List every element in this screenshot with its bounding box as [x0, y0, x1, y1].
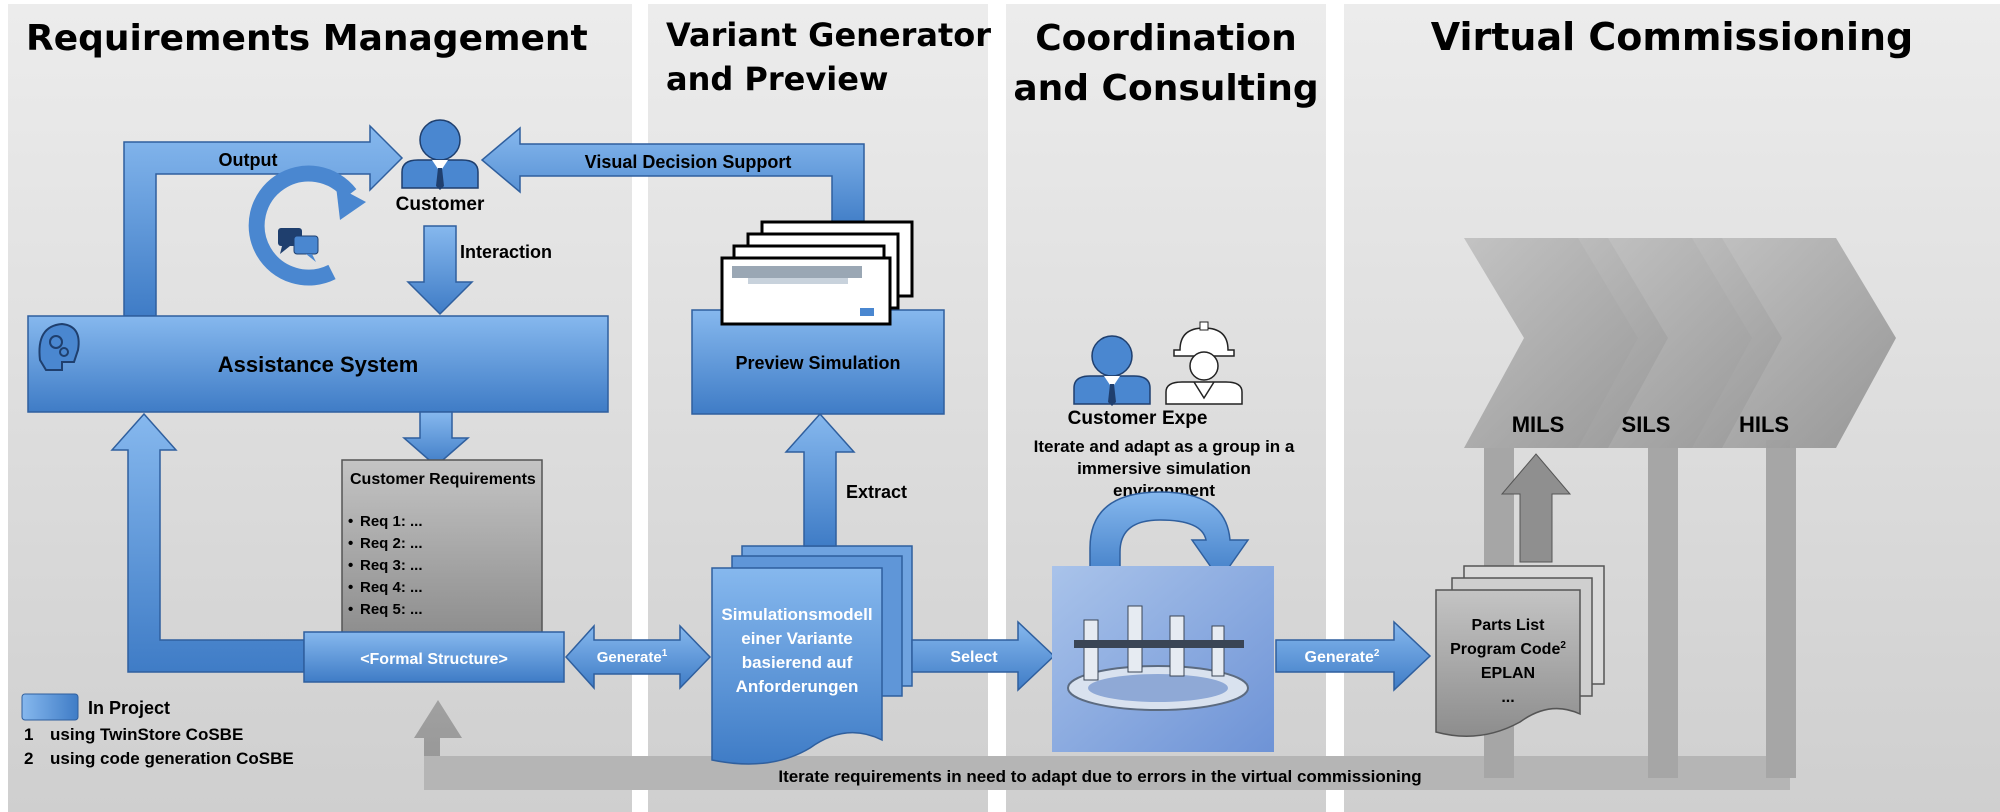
section-title-coord-1: Coordination: [1035, 18, 1297, 59]
output-label: Output: [219, 150, 278, 170]
extract-arrow: [784, 412, 856, 547]
visual-decision-arrow: [480, 126, 865, 229]
customer-requirements-box: [341, 459, 543, 637]
req-bullet: •: [348, 513, 353, 530]
generate2-arrow: [1275, 620, 1432, 692]
customer-requirements-title: Customer Requirements: [350, 471, 536, 488]
legend-note2: using code generation CoSBE: [50, 749, 294, 768]
chevron-hils: [1692, 238, 1896, 448]
section-title-variant-1: Variant Generator: [666, 16, 991, 54]
section-title-virtual: Virtual Commissioning: [1431, 15, 1914, 59]
customer-person-icon-2: [1073, 335, 1151, 406]
requirement-item: Req 4: ...: [360, 579, 423, 596]
customer-label-2: Customer: [1068, 408, 1157, 429]
parts-line-4: ...: [1501, 689, 1514, 706]
requirement-item: Req 1: ...: [360, 513, 423, 530]
simulation-environment-image: [1052, 566, 1274, 752]
sils-label: SILS: [1622, 412, 1671, 437]
simulation-model-documents: [711, 545, 913, 765]
iterate-group-line-2: immersive simulation: [1077, 459, 1251, 478]
select-label: Select: [950, 649, 998, 666]
legend-note1: using TwinStore CoSBE: [50, 725, 243, 744]
requirement-item: Req 5: ...: [360, 601, 423, 618]
hils-label: HILS: [1739, 412, 1789, 437]
preview-screens-stack: [720, 220, 914, 326]
generate1-label: Generate1: [597, 648, 668, 666]
feedback-arrow-left: [110, 412, 305, 673]
generate1-arrow: [564, 624, 712, 690]
section-title-coord-2: and Consulting: [1013, 68, 1318, 109]
expert-worker-icon: [1165, 321, 1243, 405]
assistance-system-box: [27, 315, 609, 413]
chat-bubbles-icon: [278, 228, 319, 262]
expert-label: Expe: [1162, 408, 1207, 429]
generate2-label: Generate2: [1305, 648, 1380, 666]
formal-structure-box: [303, 631, 565, 683]
section-title-requirements: Requirements Management: [26, 18, 588, 59]
parts-list-documents: [1435, 565, 1605, 737]
parts-line-2: Program Code2: [1450, 640, 1566, 658]
iterate-group-line-1: Iterate and adapt as a group in a: [1034, 437, 1295, 456]
simmodel-line: Anforderungen: [736, 677, 859, 696]
preview-simulation-box: [691, 309, 945, 415]
legend: In Project 1 using TwinStore CoSBE 2 usi…: [21, 693, 294, 768]
section-title-variant-2: and Preview: [666, 60, 888, 98]
legend-swatch: [21, 693, 79, 721]
req-bullet: •: [348, 601, 353, 618]
requirement-item: Req 2: ...: [360, 535, 423, 552]
select-arrow: [911, 620, 1056, 692]
customer-person-icon: [401, 119, 479, 190]
legend-note1-num: 1: [24, 725, 33, 744]
req-bullet: •: [348, 557, 353, 574]
interaction-label: Interaction: [460, 242, 552, 262]
arrow-up-to-mils: [1500, 453, 1572, 563]
requirement-item: Req 3: ...: [360, 557, 423, 574]
interaction-arrow: [406, 225, 474, 316]
simmodel-line: einer Variante: [741, 629, 853, 648]
visual-decision-label: Visual Decision Support: [585, 152, 792, 172]
req-bullet: •: [348, 535, 353, 552]
formal-structure-label: <Formal Structure>: [360, 651, 508, 668]
legend-in-project: In Project: [88, 698, 170, 718]
iterate-loop-arrow: [1089, 491, 1250, 583]
arrow-to-requirements: [402, 411, 470, 467]
requirements-list: • Req 1: ... • Req 2: ... • Req 3: ... •…: [348, 513, 423, 618]
preview-simulation-label: Preview Simulation: [735, 353, 900, 373]
refresh-cycle-icon: [248, 165, 366, 286]
brain-gear-icon: [38, 322, 80, 371]
parts-line-1: Parts List: [1472, 617, 1546, 634]
simmodel-line: Simulationsmodell: [721, 605, 872, 624]
extract-label: Extract: [846, 482, 907, 502]
customer-label: Customer: [396, 194, 485, 215]
mils-label: MILS: [1512, 412, 1565, 437]
assistance-system-label: Assistance System: [218, 352, 419, 377]
req-bullet: •: [348, 579, 353, 596]
parts-line-3: EPLAN: [1481, 665, 1535, 682]
iterate-bottom-label: Iterate requirements in need to adapt du…: [778, 767, 1421, 786]
simmodel-line: basierend auf: [742, 653, 853, 672]
legend-note2-num: 2: [24, 749, 33, 768]
